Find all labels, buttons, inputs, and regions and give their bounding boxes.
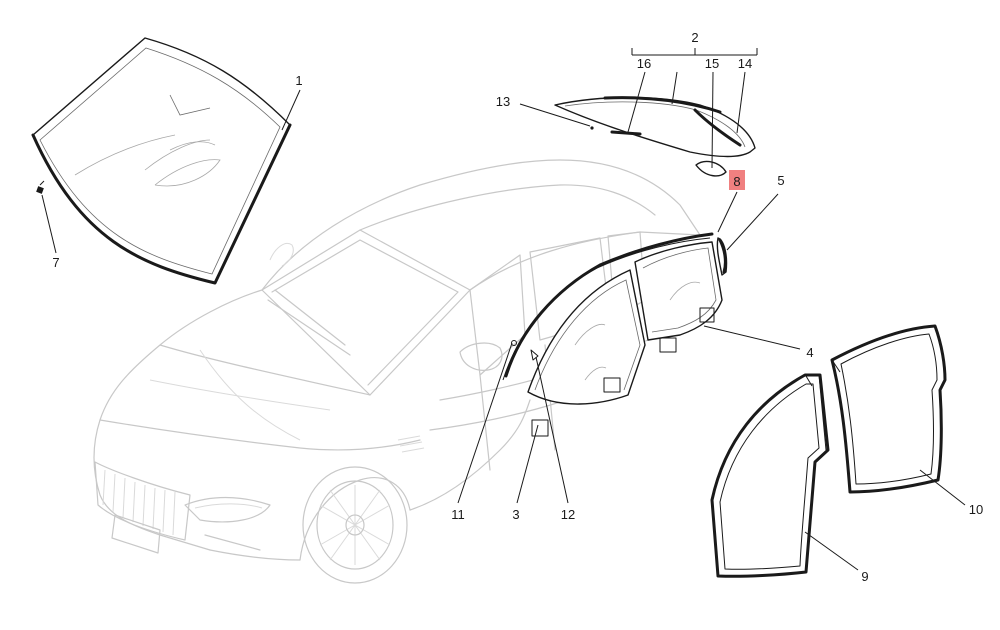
callout-8-highlight [729, 170, 745, 190]
front-door-glass-part [527, 269, 646, 437]
callout-5: 5 [777, 173, 784, 188]
callout-13: 13 [496, 94, 510, 109]
rear-door-weatherstrip-part [830, 324, 947, 494]
callout-4: 4 [806, 345, 813, 360]
callout-2: 2 [691, 30, 698, 45]
windshield-part [31, 37, 292, 285]
leader-lines [41, 48, 966, 571]
clip-part [36, 180, 45, 194]
callout-16: 16 [637, 56, 651, 71]
callout-9: 9 [861, 569, 868, 584]
callout-3: 3 [512, 507, 519, 522]
callout-7: 7 [52, 255, 59, 270]
rear-window-part [554, 96, 756, 177]
callout-11: 11 [451, 507, 465, 522]
callout-15: 15 [705, 56, 719, 71]
callout-labels: 1 2 16 15 14 13 8 5 7 4 11 3 12 10 9 [52, 30, 983, 584]
door-seal-part [502, 232, 714, 381]
callout-14: 14 [738, 56, 752, 71]
callout-8: 8 [733, 174, 740, 189]
callout-12: 12 [561, 507, 575, 522]
callout-1: 1 [295, 73, 302, 88]
front-door-weatherstrip-part [710, 373, 830, 578]
quarter-glass-part [716, 237, 728, 276]
callout-10: 10 [969, 502, 983, 517]
rear-door-glass-part [634, 241, 723, 353]
